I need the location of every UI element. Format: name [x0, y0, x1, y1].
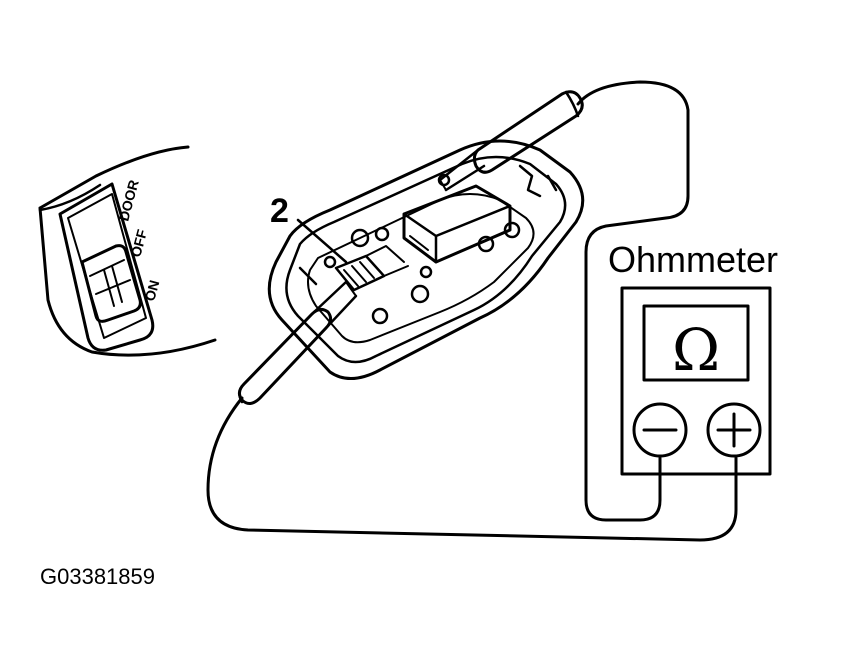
- ohm-symbol: Ω: [672, 316, 720, 384]
- switch-closeup: ON OFF DOOR: [38, 145, 217, 357]
- switch-knob: [80, 244, 142, 323]
- connector-terminal: [334, 245, 409, 292]
- switch-label-door: DOOR: [115, 178, 141, 223]
- probe-lower: [237, 280, 358, 405]
- relay-block: [402, 184, 512, 264]
- ohmmeter: Ohmmeter Ω: [608, 239, 778, 476]
- positive-terminal: [706, 402, 762, 458]
- callout-2: 2: [270, 192, 348, 264]
- lead-positive: [206, 396, 738, 542]
- lamp-housing: [267, 139, 585, 380]
- lead-negative: [576, 80, 690, 522]
- figure-id: G03381859: [40, 564, 155, 589]
- ohmmeter-title: Ohmmeter: [608, 239, 778, 280]
- probe-upper: [438, 90, 584, 192]
- negative-terminal: [632, 402, 688, 458]
- ohmmeter-body: [620, 286, 772, 476]
- ohmmeter-display: [642, 304, 750, 382]
- switch-label-on: ON: [141, 278, 162, 302]
- callout-number: 2: [270, 192, 289, 230]
- switch-label-off: OFF: [127, 227, 150, 259]
- test-leads: [206, 80, 738, 542]
